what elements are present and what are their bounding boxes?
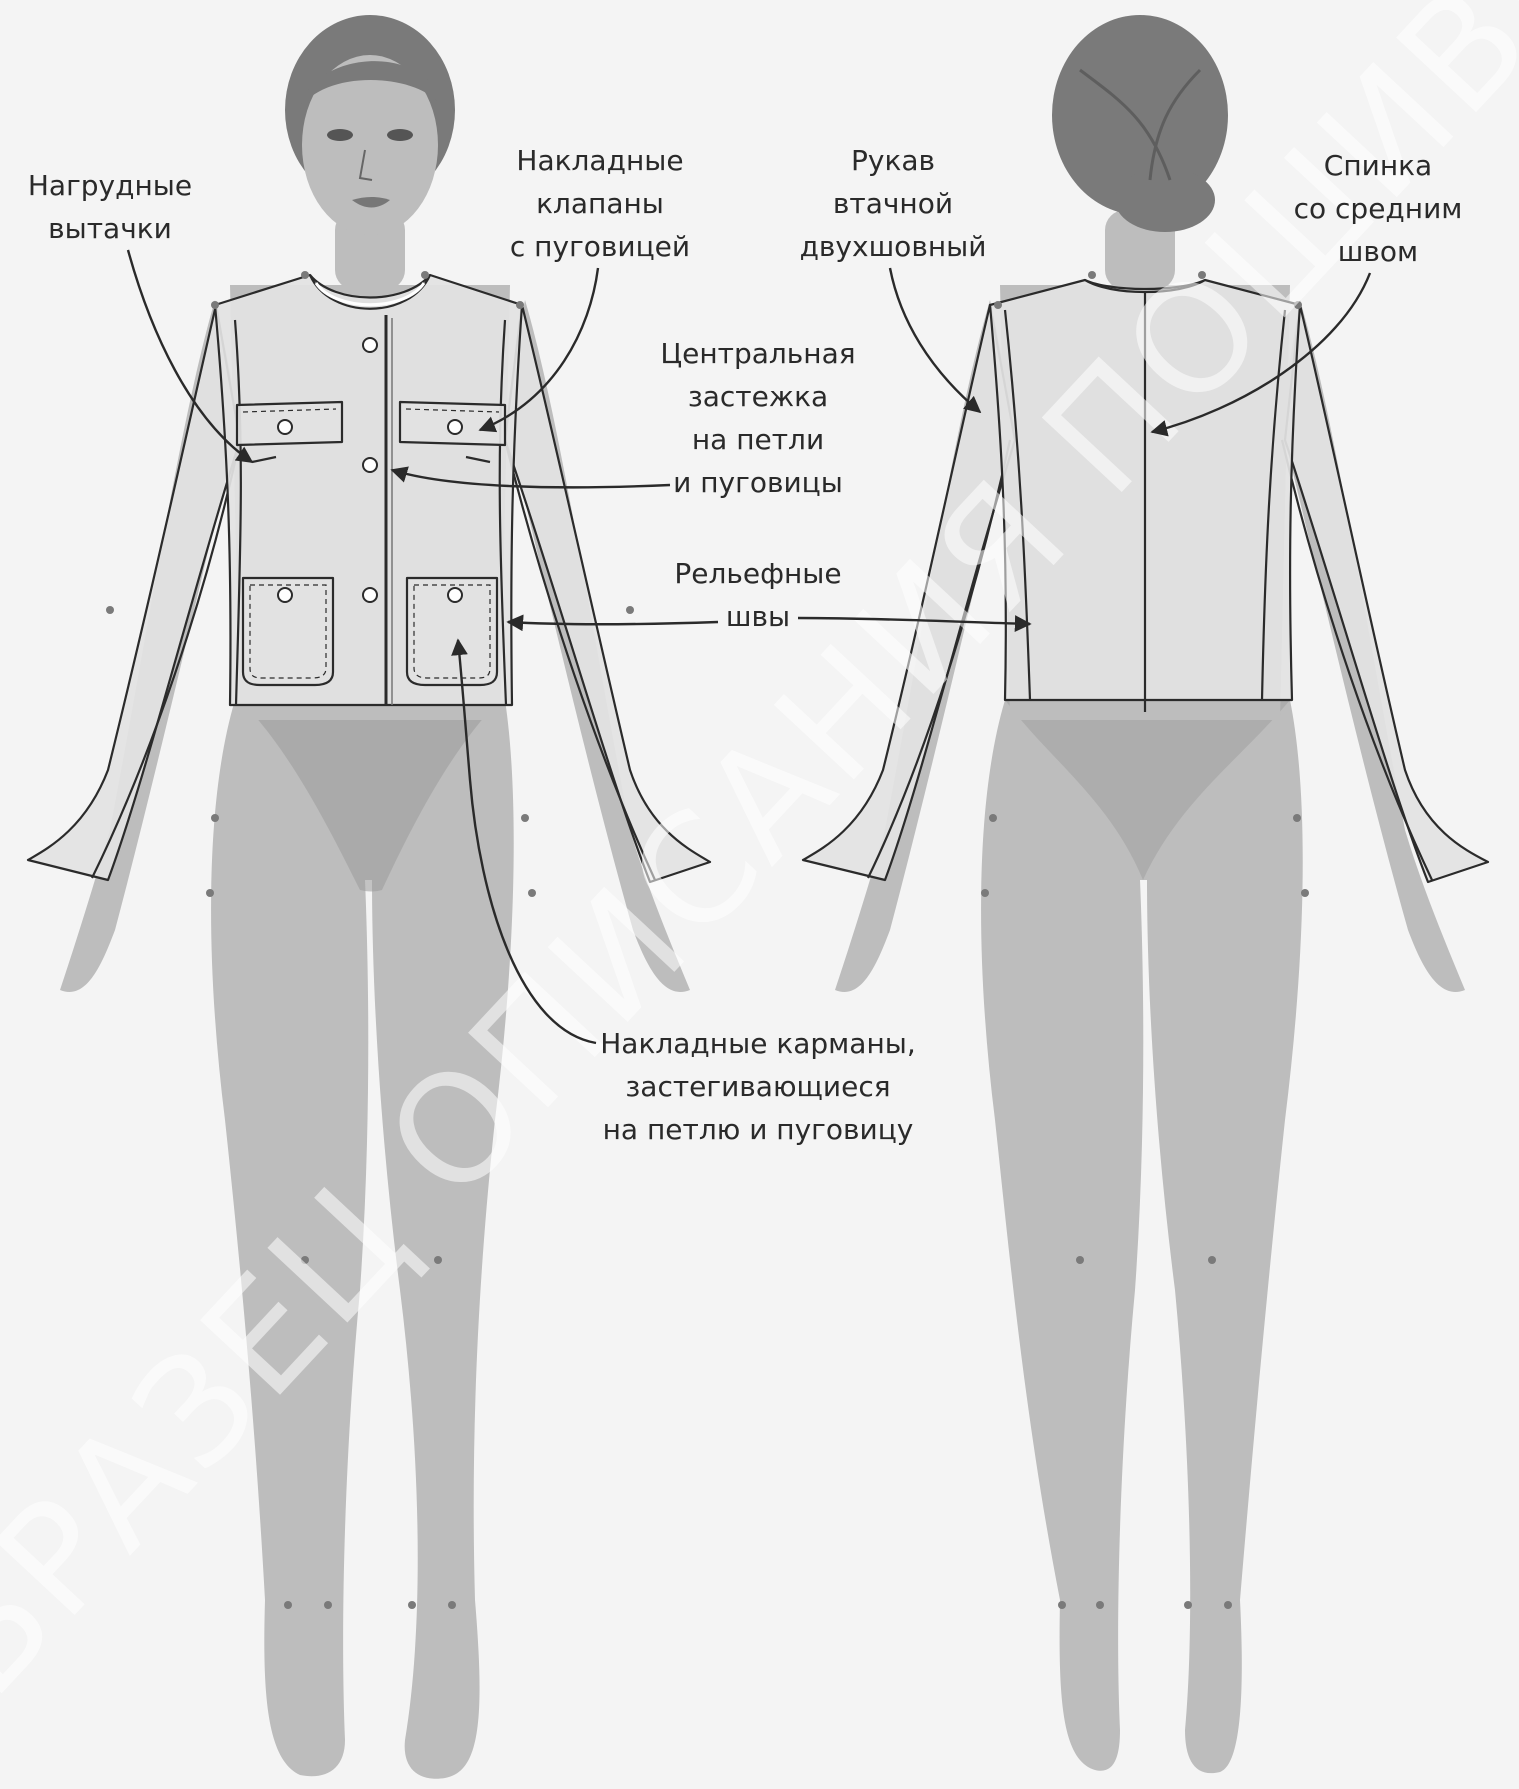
arrow-sleeve	[890, 268, 980, 412]
label-flaps: Накладные клапаны с пуговицей	[510, 144, 690, 263]
label-sleeve-line1: Рукав	[851, 144, 935, 177]
label-back-line3: швом	[1338, 235, 1418, 268]
pocket-right	[407, 578, 497, 685]
label-closure-line3: на петли	[692, 423, 824, 456]
pocket-left	[243, 578, 333, 685]
label-pockets-line1: Накладные карманы,	[600, 1027, 916, 1060]
label-relief-line1: Рельефные	[674, 557, 841, 590]
flap-left	[237, 402, 342, 445]
flap-right	[400, 402, 505, 445]
arrow-relief-front	[508, 622, 718, 624]
label-sleeve-line2: втачной	[833, 187, 953, 220]
label-closure-line4: и пуговицы	[673, 466, 843, 499]
label-back-line1: Спинка	[1324, 149, 1432, 182]
label-relief-line2: швы	[726, 600, 790, 633]
label-flaps-line2: клапаны	[536, 187, 664, 220]
label-pockets: Накладные карманы, застегивающиеся на пе…	[600, 1027, 916, 1146]
label-sleeve-line3: двухшовный	[800, 230, 987, 263]
label-darts-line2: вытачки	[48, 212, 172, 245]
label-flaps-line1: Накладные	[516, 144, 683, 177]
label-pockets-line2: застегивающиеся	[625, 1070, 890, 1103]
label-back-line2: со средним	[1294, 192, 1463, 225]
label-closure-line1: Центральная	[660, 337, 855, 370]
label-closure: Центральная застежка на петли и пуговицы	[660, 337, 855, 499]
label-darts-line1: Нагрудные	[28, 169, 192, 202]
label-pockets-line3: на петлю и пуговицу	[603, 1113, 914, 1146]
label-darts: Нагрудные вытачки	[28, 169, 192, 245]
label-flaps-line3: с пуговицей	[510, 230, 690, 263]
label-closure-line2: застежка	[688, 380, 828, 413]
label-sleeve: Рукав втачной двухшовный	[800, 144, 987, 263]
